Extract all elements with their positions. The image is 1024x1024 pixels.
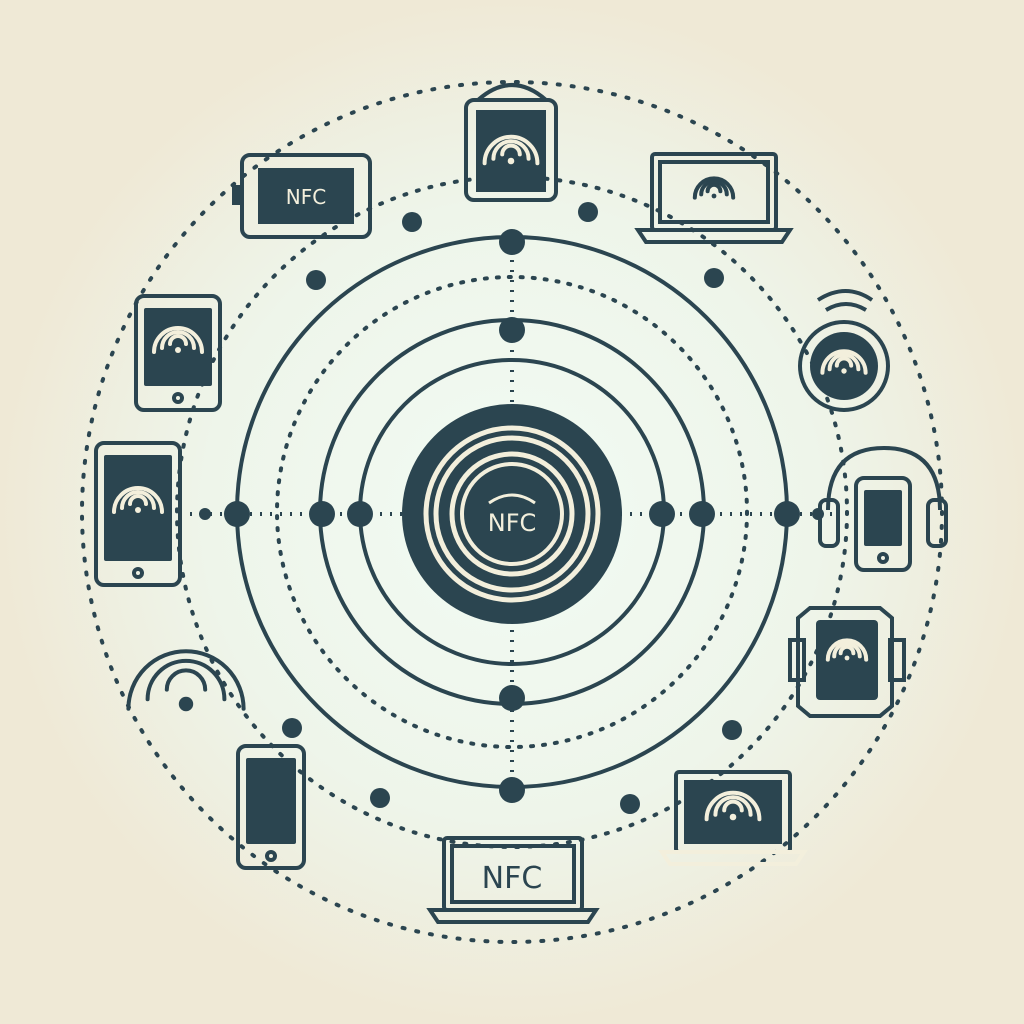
connection-nodes [199,202,824,814]
node [649,501,675,527]
node [499,317,525,343]
laptop-wireless-icon [634,152,794,244]
node [306,270,326,290]
node [774,501,800,527]
node [282,718,302,738]
node [499,777,525,803]
laptop-wireless-icon [658,770,808,866]
smartwatch-wireless-icon [788,606,906,718]
center-label: NFC [488,509,537,537]
node [499,685,525,711]
node [199,508,211,520]
node [499,229,525,255]
phone-icon [236,744,306,870]
nfc-laptop-label: NFC [482,861,543,896]
speaker-wireless-icon [798,289,890,412]
dotted-ring [275,275,749,749]
node [689,501,715,527]
signal-arc-icon [488,493,536,505]
node [347,501,373,527]
outer-dotted-ring [80,80,944,944]
nfc-card-label: NFC [286,185,326,209]
node [402,212,422,232]
nfc-laptop-icon: NFC [426,836,600,924]
tablet-wireless-icon [464,83,558,202]
node [620,794,640,814]
node [370,788,390,808]
phone-wireless-icon [134,294,222,412]
node [722,720,742,740]
wifi-signal-icon [126,649,246,712]
mid-dotted-ring [175,175,849,849]
center-nfc-hub: NFC [402,404,622,624]
node [704,268,724,288]
phone-wireless-icon [94,441,182,587]
node [309,501,335,527]
node [578,202,598,222]
nfc-card-reader-icon: NFC [232,153,372,239]
node [224,501,250,527]
headphones-phone-icon [818,445,948,572]
